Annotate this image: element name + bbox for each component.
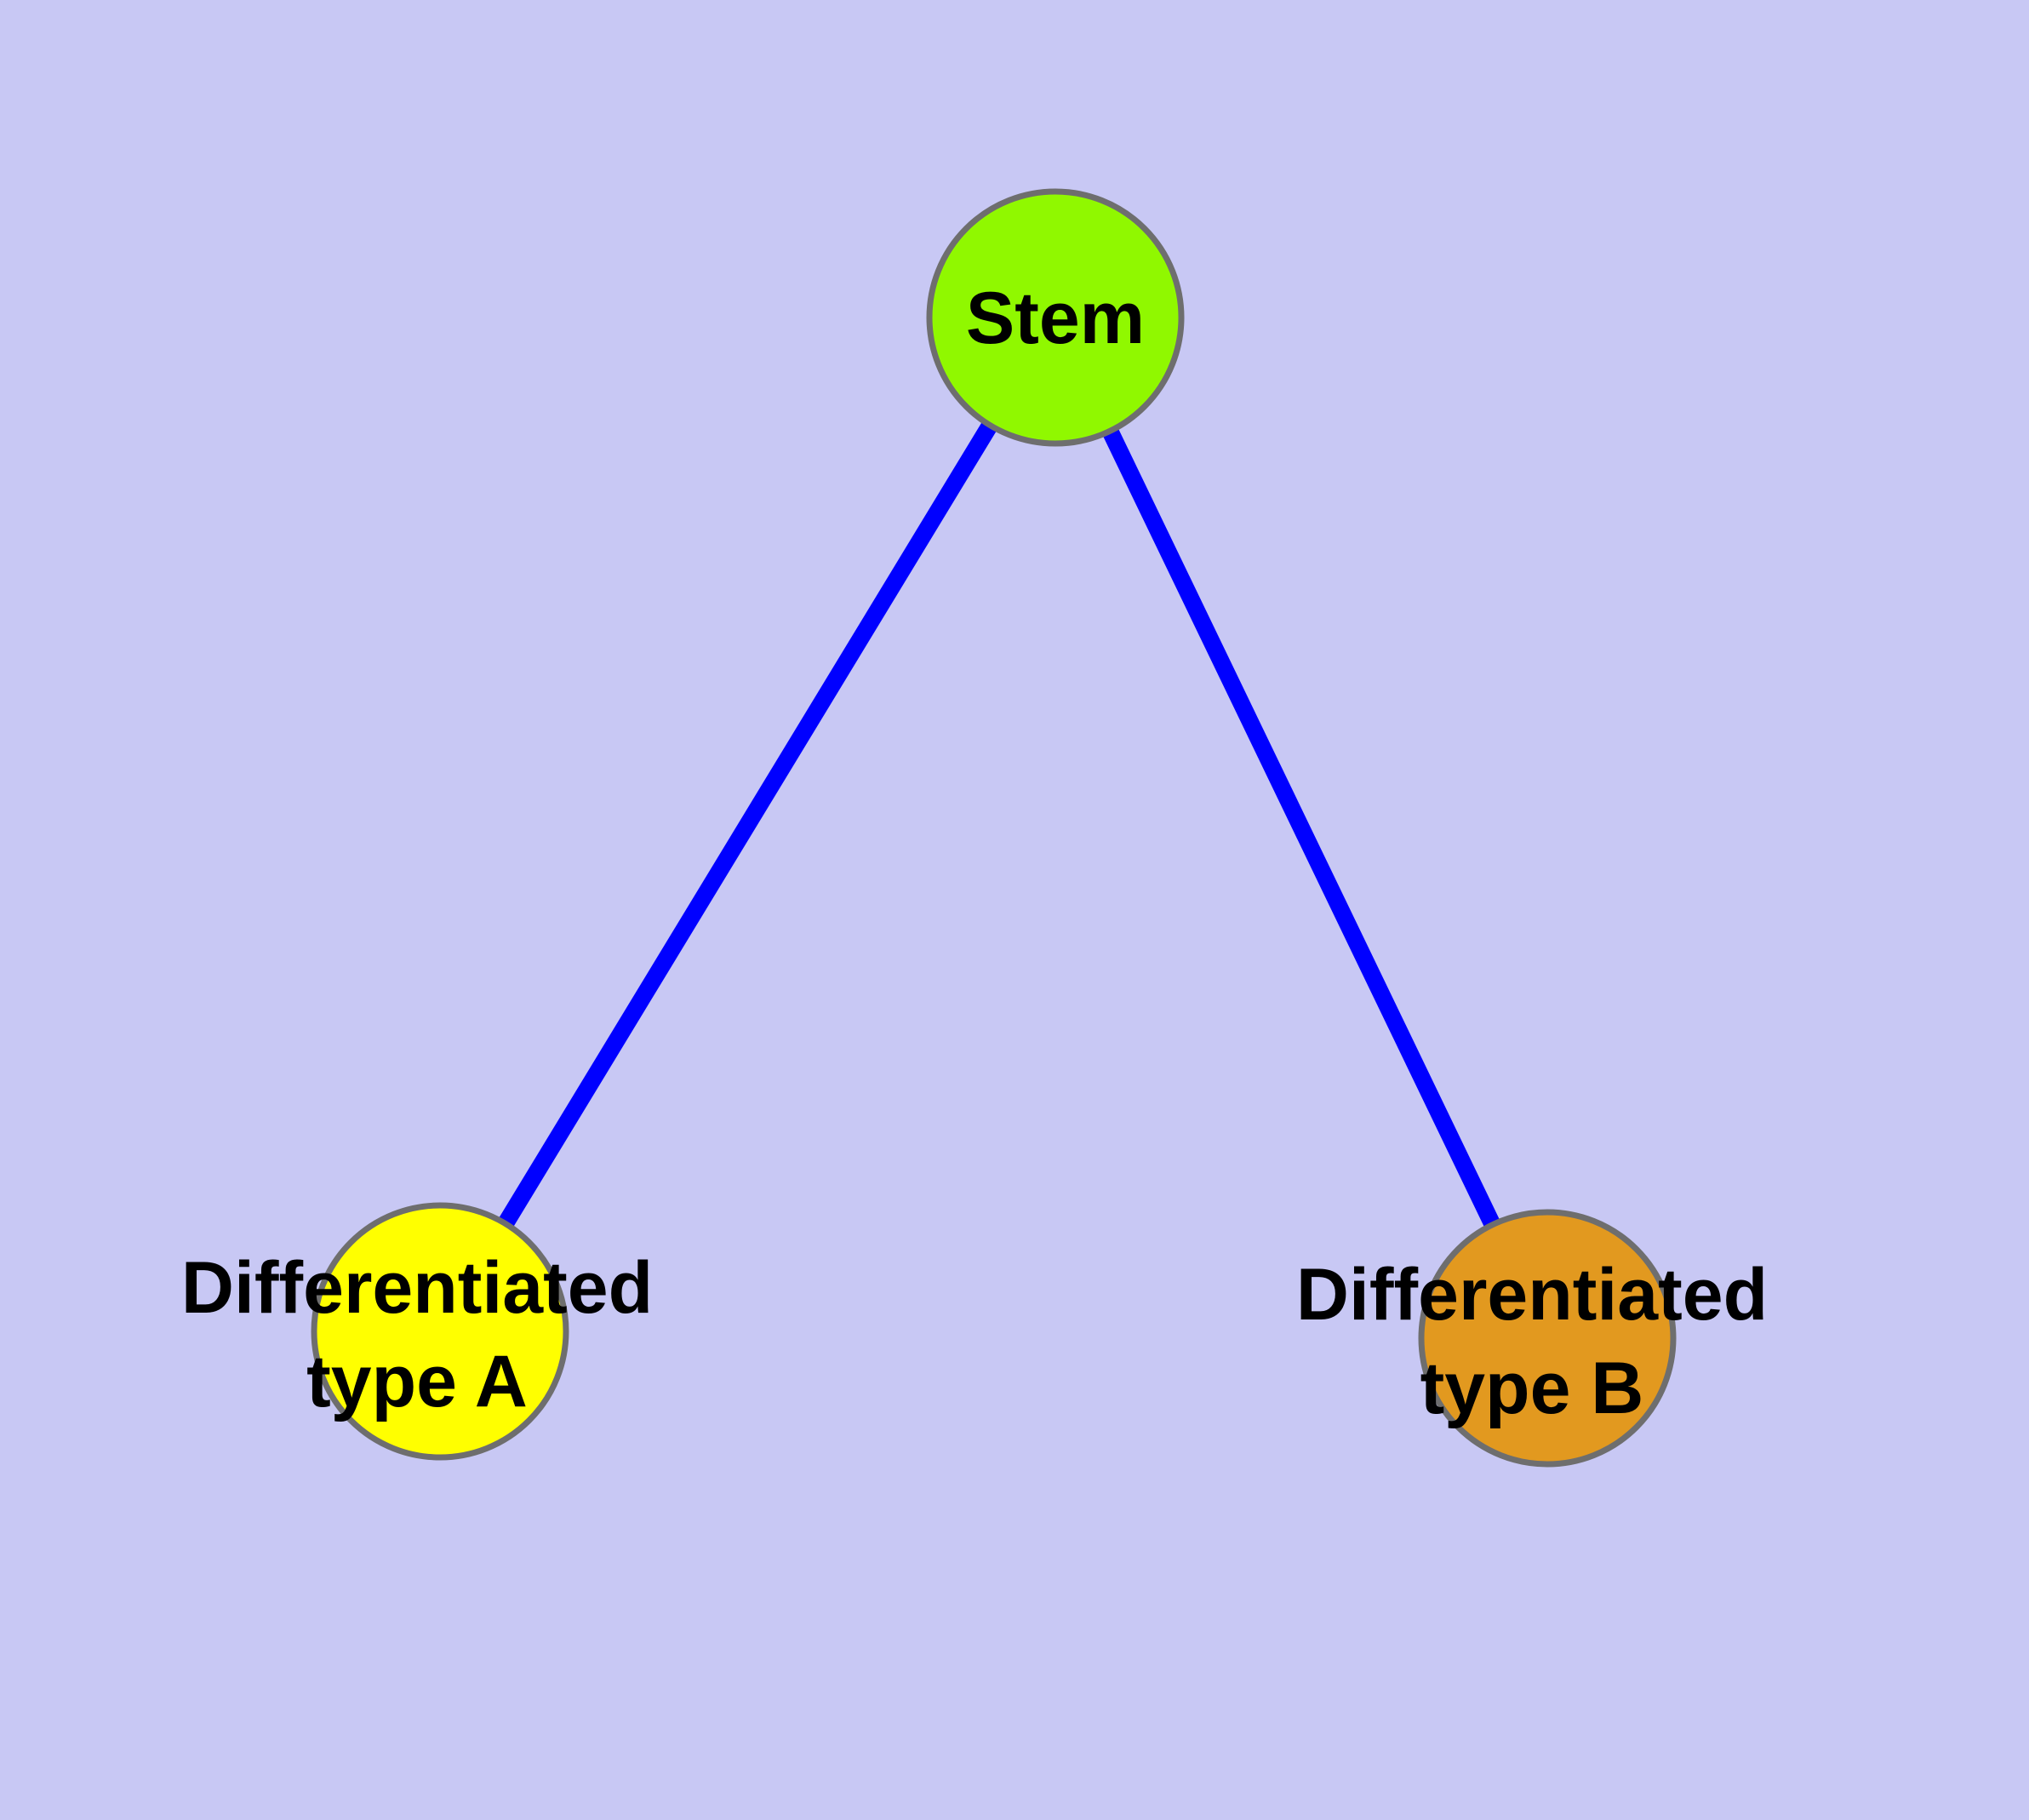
node-type-a-label-line2: type A <box>306 1341 528 1422</box>
node-stem-circle <box>926 188 1185 447</box>
node-type-b-circle <box>1418 1209 1677 1468</box>
node-type-b-label-line1: Differentiated <box>1296 1254 1768 1336</box>
node-stem: Stem <box>926 188 1185 447</box>
node-stem-label: Stem <box>966 278 1145 359</box>
edge-stem-to-type-b <box>1047 313 1556 1342</box>
node-type-a-label-line1: Differentiated <box>181 1247 653 1329</box>
node-differentiated-type-a: Differentiated type A <box>181 1202 653 1461</box>
node-differentiated-type-b: Differentiated type B <box>1296 1209 1768 1468</box>
node-type-a-circle <box>311 1202 569 1461</box>
node-type-b-label-line2: type B <box>1420 1348 1644 1429</box>
edge-stem-to-type-a <box>432 312 1063 1336</box>
